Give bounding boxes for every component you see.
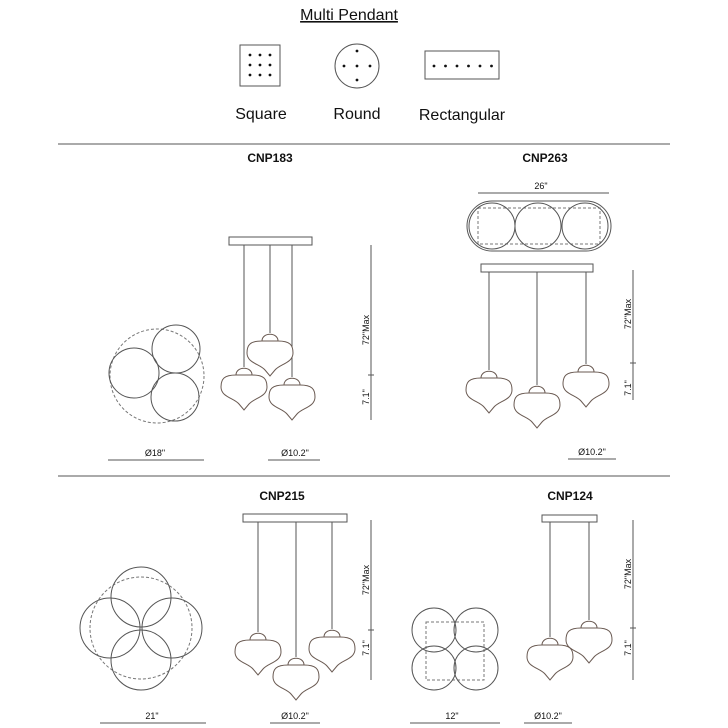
- shade-body: [220, 374, 268, 411]
- shade-cap: [235, 367, 253, 376]
- pendant-shade: [565, 522, 613, 664]
- cluster-length: 12": [445, 711, 458, 721]
- shade-cap: [541, 637, 559, 646]
- drop-length: 72"Max: [623, 558, 633, 589]
- shade-body: [526, 644, 574, 681]
- pendants: [465, 272, 610, 429]
- shape-label-rectangular: Rectangular: [419, 107, 506, 124]
- mount-point: [268, 63, 272, 67]
- pendant-shade: [526, 522, 574, 681]
- cluster-diameter: Ø18": [145, 448, 165, 458]
- shade-cap: [577, 364, 595, 373]
- model-cnp183: CNP183 72"Max 7.1" Ø18" Ø10.2": [108, 151, 374, 461]
- shade-height: 7.1": [623, 640, 633, 656]
- model-name: CNP183: [247, 151, 293, 165]
- pendant-shade: [246, 245, 294, 377]
- shade-body: [272, 664, 320, 701]
- top-view: [411, 607, 499, 691]
- model-name: CNP263: [522, 151, 568, 165]
- pendants: [234, 522, 356, 701]
- drop-length: 72"Max: [361, 564, 371, 595]
- mount-point: [355, 78, 359, 82]
- mount-point: [455, 64, 459, 68]
- mount-point: [258, 53, 262, 57]
- shade-height: 7.1": [623, 380, 633, 396]
- cluster-diameter: 21": [145, 711, 158, 721]
- model-name: CNP124: [547, 489, 593, 503]
- model-cnp215: CNP215 72"Max 7.1" 21" Ø10.2": [79, 489, 374, 724]
- pendant-shade: [513, 272, 561, 429]
- pendants: [220, 245, 316, 421]
- shade-body: [513, 392, 561, 429]
- mount-point: [355, 49, 359, 53]
- pendant-shade: [220, 245, 268, 411]
- mount-point: [248, 63, 252, 67]
- shade-cap: [261, 333, 279, 342]
- drop-length: 72"Max: [623, 298, 633, 329]
- shade-height: 7.1": [361, 640, 371, 656]
- shade-body: [562, 371, 610, 408]
- mount-point: [355, 64, 359, 68]
- mount-point: [268, 53, 272, 57]
- model-cnp124: CNP124 72"Max 7.1" 12" Ø10.2": [410, 489, 636, 724]
- top-view: [466, 200, 612, 252]
- mount-point: [248, 53, 252, 57]
- shade-body: [234, 639, 282, 676]
- pendants: [526, 522, 613, 681]
- top-view: [108, 324, 205, 424]
- canopy: [228, 236, 313, 246]
- shade-cap: [283, 377, 301, 386]
- mount-point: [342, 64, 346, 68]
- canopy: [480, 263, 594, 273]
- pendant-shade: [268, 245, 316, 421]
- mount-point: [467, 64, 470, 68]
- mount-point: [368, 64, 372, 68]
- pendant-shade: [562, 272, 610, 408]
- mount-point: [444, 64, 447, 68]
- shade-diameter: Ø10.2": [281, 711, 309, 721]
- model-name: CNP215: [259, 489, 305, 503]
- round-canopy-icon: [334, 43, 380, 89]
- shade-cap: [287, 657, 305, 666]
- page-title: Multi Pendant: [300, 7, 398, 24]
- pendant-shade: [308, 522, 356, 673]
- shade-height: 7.1": [361, 389, 371, 405]
- shape-label-square: Square: [235, 106, 287, 123]
- shade-body: [246, 340, 294, 377]
- mount-point: [490, 64, 493, 68]
- model-cnp263: CNP263 26" 72"Max 7.1" Ø10.2": [465, 151, 636, 460]
- mount-point: [268, 73, 272, 77]
- mount-point: [258, 73, 262, 77]
- drop-length: 72"Max: [361, 314, 371, 345]
- shade-cap: [480, 370, 498, 379]
- shade-diameter: Ø10.2": [281, 448, 309, 458]
- pendant-shade: [234, 522, 282, 676]
- square-canopy-icon: [239, 44, 281, 87]
- mount-point: [478, 64, 482, 68]
- canopy: [242, 513, 348, 523]
- shape-label-round: Round: [333, 106, 380, 123]
- shade-cap: [323, 629, 341, 638]
- top-view: [79, 566, 203, 691]
- shade-diameter: Ø10.2": [534, 711, 562, 721]
- canopy: [541, 514, 598, 523]
- mount-point: [248, 73, 252, 77]
- cluster-length: 26": [534, 181, 547, 191]
- shade-body: [268, 384, 316, 421]
- pendant-shade: [465, 272, 513, 414]
- shade-cap: [580, 620, 598, 629]
- shade-cap: [249, 632, 267, 641]
- shade-body: [308, 636, 356, 673]
- shade-cap: [528, 385, 546, 394]
- shade-diameter: Ø10.2": [578, 447, 606, 457]
- pendant-shade: [272, 522, 320, 701]
- mount-point: [258, 63, 262, 67]
- shade-body: [465, 377, 513, 414]
- mount-point: [432, 64, 436, 68]
- shade-body: [565, 627, 613, 664]
- rectangular-canopy-icon: [424, 50, 500, 80]
